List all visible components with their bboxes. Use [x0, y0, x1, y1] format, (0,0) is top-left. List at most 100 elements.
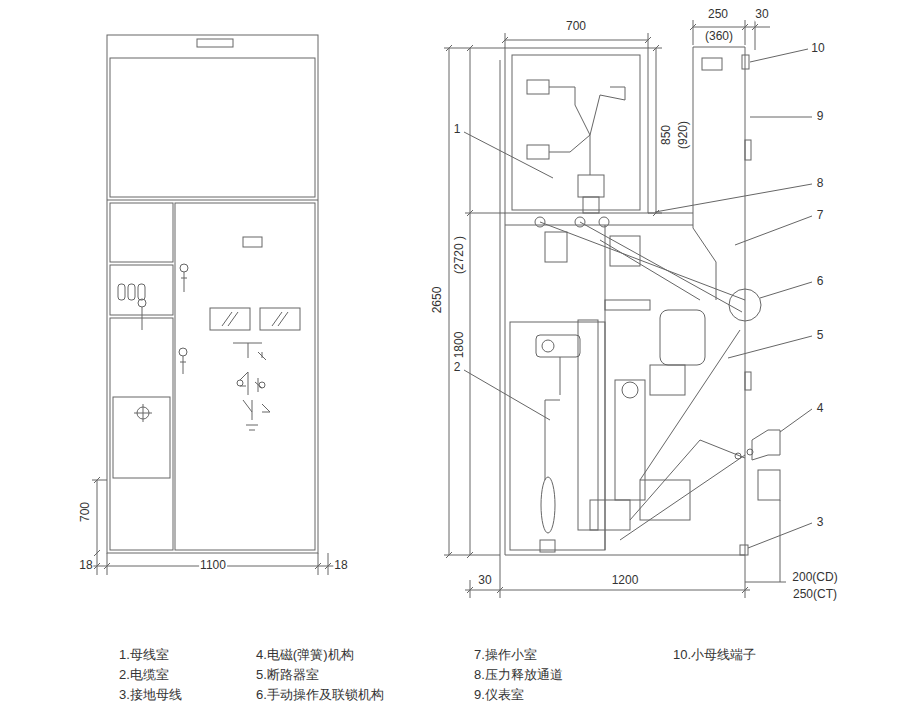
- dimension-label: 18: [78, 559, 93, 572]
- side-section-part: [745, 372, 751, 390]
- dimension-label: 2650: [431, 286, 444, 315]
- side-section-part: [527, 80, 549, 94]
- side-section-part: [545, 232, 567, 262]
- side-section-part: [620, 330, 745, 540]
- front-dimensions-part: [97, 553, 328, 575]
- side-section-part: [578, 320, 598, 530]
- front-view-part: [243, 237, 262, 247]
- side-section-part: [650, 365, 685, 395]
- front-view: [107, 35, 318, 553]
- key-entry: 7.操作小室: [473, 648, 538, 662]
- dimension-label: 250(CT): [792, 588, 838, 601]
- key-entry: 2.电缆室: [118, 668, 170, 682]
- leader-lines-part: [750, 117, 812, 118]
- side-section-part: [660, 310, 705, 365]
- side-section-part: [542, 340, 554, 352]
- callout-number: 3: [816, 516, 825, 529]
- front-view-part: [142, 307, 143, 330]
- side-dimensions: [444, 20, 786, 598]
- front-view-part: [175, 203, 315, 550]
- front-dimensions-part: [94, 477, 100, 556]
- front-view-part: [107, 35, 318, 553]
- dimension-label: 700: [565, 20, 587, 33]
- key-entry: 1.母线室: [118, 648, 170, 662]
- side-section-part: [752, 430, 780, 460]
- side-section-part: [540, 222, 745, 312]
- dimension-label: 700: [79, 501, 92, 523]
- front-view-part: [110, 203, 173, 262]
- callout-number: 4: [816, 402, 825, 415]
- side-section-part: [702, 58, 722, 70]
- side-section-part: [505, 48, 648, 213]
- front-dimensions: [80, 477, 345, 575]
- dimension-label: 850: [660, 124, 673, 146]
- front-view-part: [107, 200, 318, 201]
- front-view-part: [134, 413, 152, 414]
- side-section-part: [780, 500, 781, 582]
- side-section-part: [729, 289, 761, 321]
- side-dimensions-part: [465, 555, 750, 598]
- callout-number: 8: [816, 177, 825, 190]
- dimension-label: 1800: [453, 331, 466, 360]
- leader-lines: [464, 49, 812, 548]
- leader-lines-part: [750, 49, 808, 62]
- side-section-part: [541, 477, 555, 533]
- dimension-label: (2720 ): [453, 235, 466, 275]
- callout-number: 6: [816, 275, 825, 288]
- leader-lines-part: [748, 523, 812, 548]
- dimension-label: 200(CD): [791, 571, 838, 584]
- dimension-label: 250: [707, 8, 729, 21]
- front-view-part: [210, 308, 250, 330]
- front-view-part: [222, 312, 288, 326]
- dimension-label: (920): [677, 120, 690, 150]
- side-section-part: [536, 335, 580, 357]
- leader-lines-part: [728, 336, 812, 358]
- leader-lines-part: [464, 370, 550, 420]
- front-view-part: [110, 318, 173, 550]
- callout-number: 1: [453, 123, 462, 136]
- side-section-part: [527, 145, 549, 159]
- side-section-part: [505, 225, 693, 226]
- side-dimensions-part: [465, 45, 505, 558]
- dimension-label: 30: [477, 574, 492, 587]
- leader-lines-part: [735, 216, 812, 245]
- front-view-part: [180, 264, 188, 272]
- front-view-part: [197, 39, 233, 47]
- side-section-part: [622, 382, 638, 398]
- dimension-label: 1200: [611, 574, 640, 587]
- side-section-part: [590, 500, 630, 530]
- front-view-part: [233, 343, 266, 360]
- side-section-part: [505, 47, 745, 555]
- side-section-part: [742, 55, 749, 69]
- dimension-label: (360): [704, 30, 734, 43]
- key-entry: 3.接地母线: [118, 688, 183, 702]
- key-entry: 9.仪表室: [473, 688, 525, 702]
- leader-lines-part: [780, 409, 812, 432]
- front-view-part: [181, 272, 187, 292]
- callout-number: 5: [816, 329, 825, 342]
- side-section-part: [578, 175, 604, 197]
- front-dimensions-part: [92, 480, 107, 553]
- leader-lines-part: [760, 282, 812, 298]
- key-entry: 8.压力释放通道: [473, 668, 564, 682]
- dimension-label: 18: [333, 559, 348, 572]
- key-entry: 6.手动操作及联锁机构: [255, 688, 385, 702]
- leader-lines-part: [464, 132, 553, 178]
- side-dimensions-part: [502, 33, 651, 48]
- key-entry: 5.断路器室: [255, 668, 320, 682]
- side-dimensions-part: [690, 20, 770, 50]
- key-entry: 4.电磁(弹簧)机构: [255, 648, 355, 662]
- callout-number: 2: [453, 361, 462, 374]
- side-section-part: [605, 300, 650, 310]
- side-dimensions-part: [444, 45, 505, 558]
- front-view-part: [179, 348, 187, 356]
- front-view-part: [180, 356, 186, 374]
- dimension-label: 30: [754, 8, 769, 21]
- key-entry: 10.小母线端子: [672, 648, 757, 662]
- callout-number: 10: [810, 42, 825, 55]
- side-section-part: [599, 217, 609, 227]
- side-section-part: [510, 322, 605, 550]
- side-section-part: [583, 197, 599, 213]
